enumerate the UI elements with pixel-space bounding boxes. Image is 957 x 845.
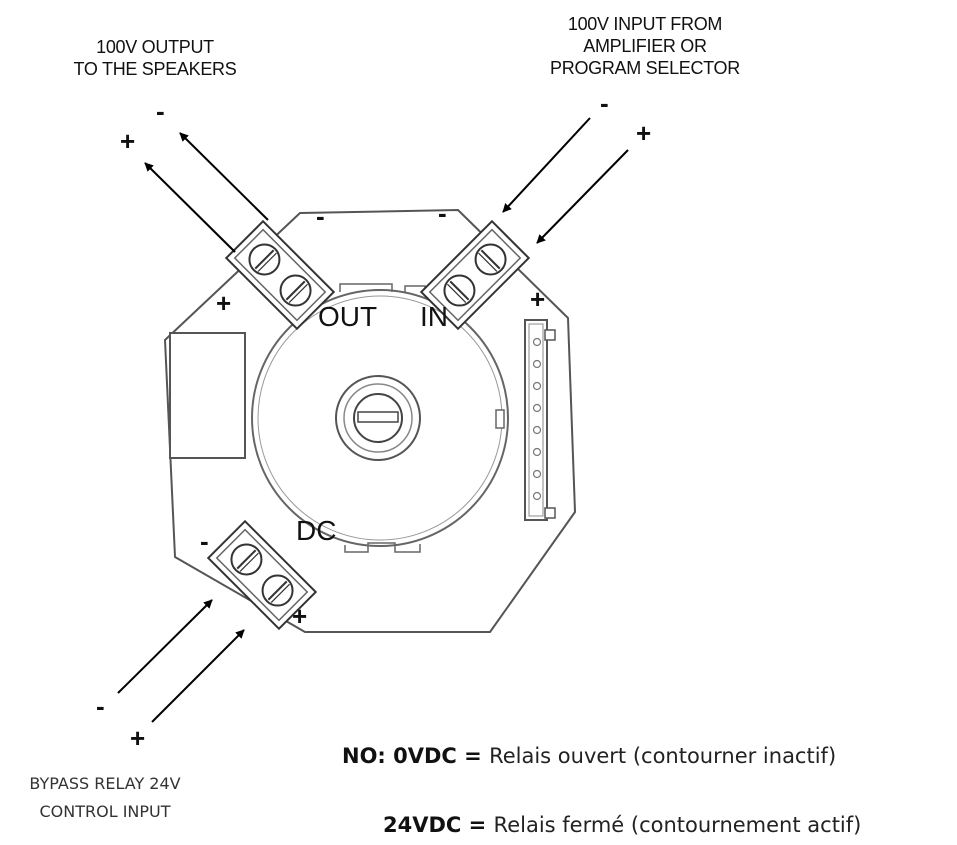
input-arrow-plus-sign: + — [636, 118, 652, 148]
legend-closed-key: 24VDC — [383, 813, 462, 837]
legend-line-closed: 24VDC = Relais fermé (contournement acti… — [383, 813, 861, 837]
out-terminal-block — [224, 219, 336, 331]
legend-open-equals: = — [456, 744, 490, 768]
in-terminal-plus-sign: + — [530, 284, 546, 314]
output-arrow-minus-sign: - — [156, 96, 165, 126]
out-terminal-minus-sign: - — [316, 201, 325, 231]
output-label-line-1: 100V OUTPUT — [96, 37, 214, 57]
legend-closed-equals: = — [461, 813, 494, 837]
dc-terminal-minus-sign: - — [200, 526, 209, 556]
bypass-plus-arrow — [151, 629, 245, 723]
input-label: 100V INPUT FROM AMPLIFIER OR PROGRAM SEL… — [495, 13, 795, 79]
adjust-screw — [335, 375, 421, 461]
legend-open-text: Relais ouvert (contourner inactif) — [489, 744, 837, 768]
relay-component — [169, 332, 246, 459]
input-minus-arrow — [502, 117, 591, 213]
legend-closed-text: Relais fermé (contournement actif) — [493, 813, 862, 837]
bypass-arrow-plus-sign: + — [130, 723, 146, 753]
bypass-minus-arrow — [117, 599, 213, 694]
bypass-label: BYPASS RELAY 24V CONTROL INPUT — [0, 770, 210, 826]
out-label: OUT — [318, 301, 378, 332]
bypass-label-line-2: CONTROL INPUT — [39, 802, 171, 821]
output-minus-arrow — [179, 132, 269, 221]
input-plus-arrow — [536, 149, 629, 244]
dc-terminal-block — [206, 519, 318, 631]
output-label: 100V OUTPUT TO THE SPEAKERS — [35, 36, 275, 80]
dc-terminal-plus-sign: + — [292, 601, 308, 631]
out-terminal-plus-sign: + — [216, 288, 232, 318]
in-terminal-minus-sign: - — [438, 198, 447, 228]
input-label-line-3: PROGRAM SELECTOR — [550, 58, 740, 78]
pin-header — [524, 319, 556, 521]
legend-open-key: NO: 0VDC — [342, 744, 457, 768]
legend-line-open: NO: 0VDC = Relais ouvert (contourner ina… — [342, 744, 836, 768]
transformer-circle — [251, 283, 509, 553]
bypass-arrow-minus-sign: - — [96, 691, 105, 721]
in-label: IN — [420, 301, 448, 332]
input-label-line-1: 100V INPUT FROM — [567, 14, 723, 34]
output-arrow-plus-sign: + — [120, 126, 136, 156]
bypass-label-line-1: BYPASS RELAY 24V — [29, 774, 181, 793]
in-terminal-block — [419, 219, 531, 331]
output-plus-arrow — [144, 162, 236, 253]
output-label-line-2: TO THE SPEAKERS — [73, 59, 237, 79]
dc-label: DC — [296, 515, 337, 546]
input-arrow-minus-sign: - — [600, 88, 609, 118]
input-label-line-2: AMPLIFIER OR — [583, 36, 707, 56]
